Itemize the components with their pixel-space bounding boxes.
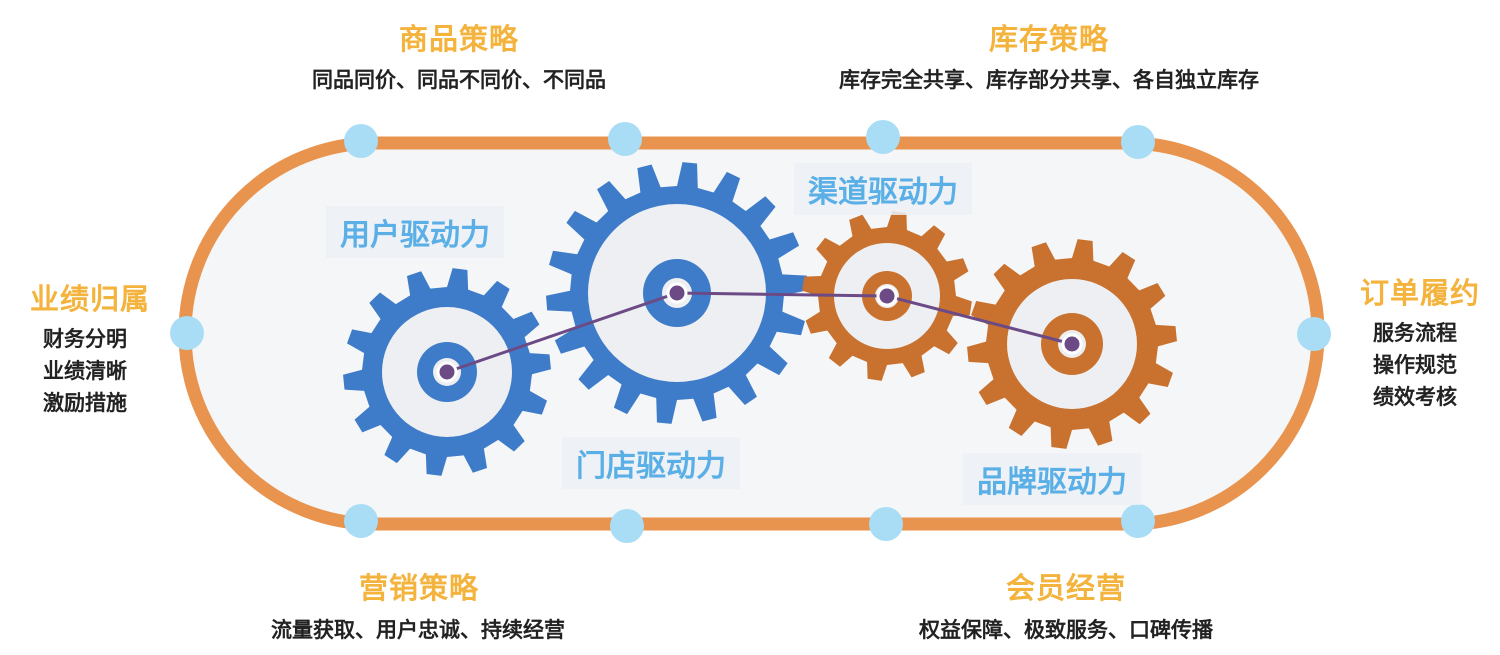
gear-label-channel: 渠道驱动力 [794,163,972,215]
left-item: 激励措施 [43,391,127,415]
track-node [1297,317,1331,351]
track-node [1121,125,1155,159]
bottom-left-title: 营销策略 [358,571,479,605]
connector-dot [666,282,688,304]
left-item: 业绩清晰 [43,359,127,383]
right-items: 服务流程 操作规范 绩效考核 [1350,317,1480,413]
connector-dot [1061,333,1083,355]
left-title: 业绩归属 [29,282,150,316]
track-node [608,122,642,156]
top-left-title: 商品策略 [398,22,519,56]
track-node [344,124,378,158]
connector-line [446,291,1073,374]
connector-dot [876,285,898,307]
bottom-left-desc: 流量获取、用户忠诚、持续经营 [271,618,565,642]
gear-label-store: 门店驱动力 [562,437,740,489]
track-node [869,507,903,541]
bottom-right-desc: 权益保障、极致服务、口碑传播 [919,618,1213,642]
right-item: 绩效考核 [1373,385,1457,409]
gear-label-brand: 品牌驱动力 [963,453,1141,505]
left-items: 财务分明 业绩清晰 激励措施 [20,323,150,419]
track-node [866,120,900,154]
track-node [170,316,204,350]
track-node [344,504,378,538]
bottom-right-title: 会员经营 [1005,571,1126,605]
right-item: 操作规范 [1373,353,1457,377]
top-right-desc: 库存完全共享、库存部分共享、各自独立库存 [839,68,1259,92]
right-title: 订单履约 [1359,276,1480,310]
top-right-title: 库存策略 [988,22,1109,56]
connector-dot [436,361,458,383]
top-left-desc: 同品同价、同品不同价、不同品 [312,68,606,92]
gear-label-user: 用户驱动力 [326,206,504,258]
track-node [1121,504,1155,538]
track-node [610,509,644,543]
left-item: 财务分明 [43,327,127,351]
right-item: 服务流程 [1373,321,1457,345]
